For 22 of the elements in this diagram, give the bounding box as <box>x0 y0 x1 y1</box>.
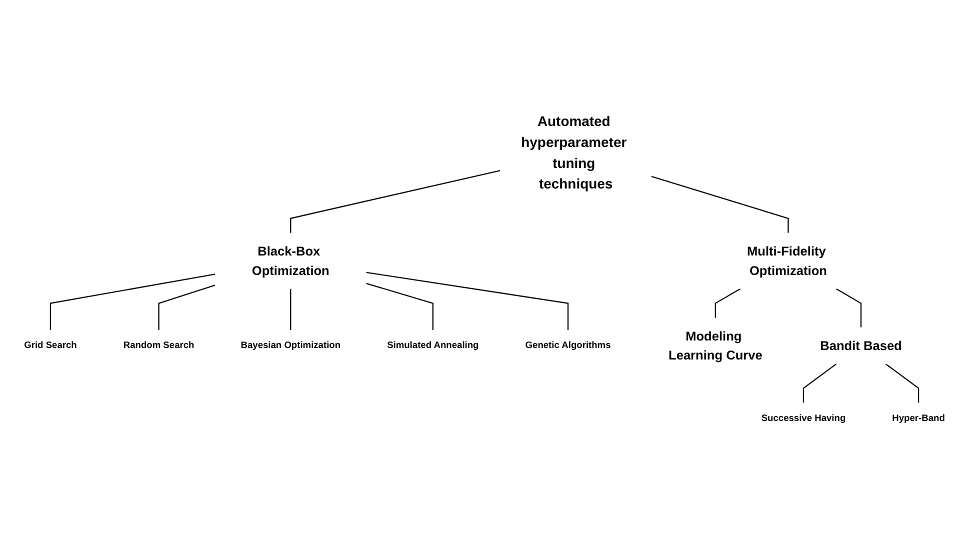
node-text: Grid Search <box>24 340 77 350</box>
node-text: Modeling Learning Curve <box>668 328 762 362</box>
connector <box>885 363 920 402</box>
node-text: Hyper-Band <box>892 412 945 423</box>
connector <box>366 271 569 330</box>
node-text: Successive Having <box>761 412 846 423</box>
connector <box>366 282 434 330</box>
connector <box>651 175 789 233</box>
connector <box>290 170 500 233</box>
node-text: Black-Box Optimization <box>252 244 330 278</box>
connector <box>158 284 216 330</box>
node-text: Automated hyperparameter tuning techniques <box>521 113 627 192</box>
connector <box>290 288 292 330</box>
node-text: Simulated Annealing <box>387 340 479 350</box>
node-text: Genetic Algorithms <box>525 340 611 350</box>
node-text: Random Search <box>123 340 194 350</box>
connector <box>714 288 741 318</box>
node-text: Multi-Fidelity Optimization <box>746 244 827 278</box>
node-text: Bandit Based <box>820 338 902 353</box>
connector <box>50 273 216 330</box>
connector <box>802 363 837 402</box>
node-text: Bayesian Optimization <box>240 340 341 350</box>
